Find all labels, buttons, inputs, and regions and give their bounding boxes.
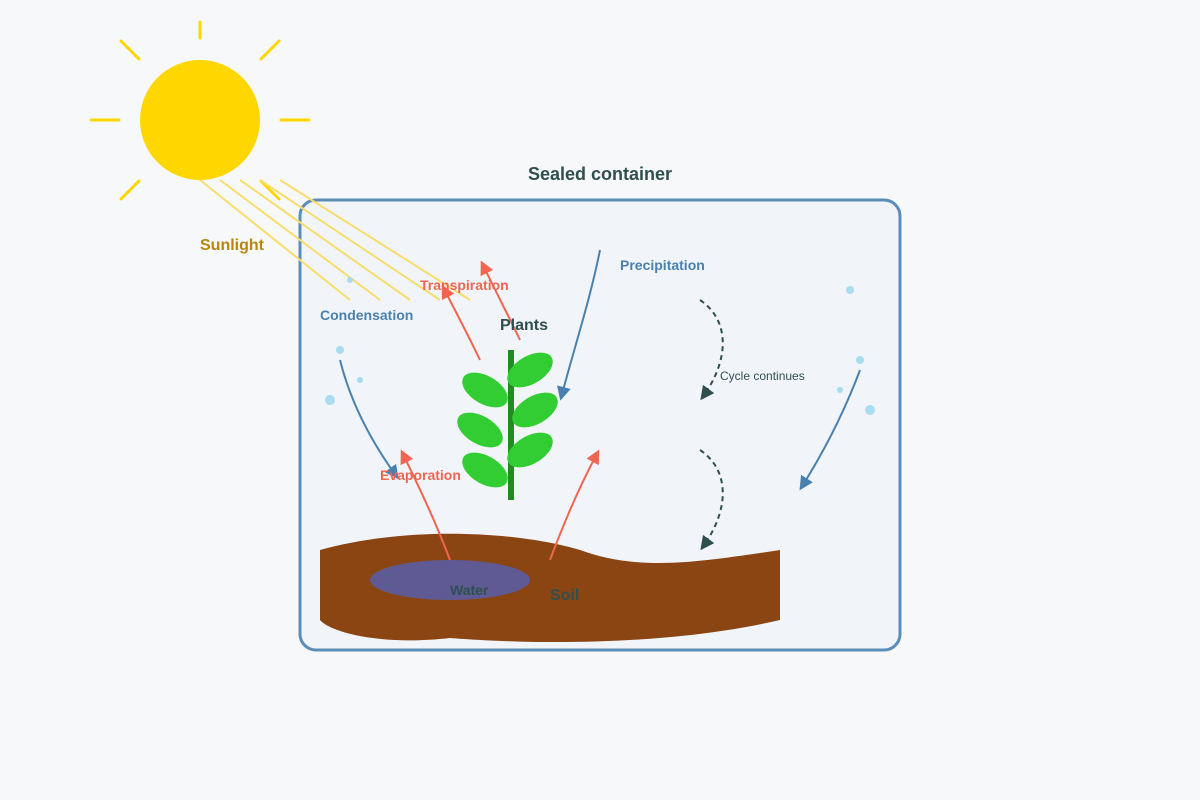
diagram-title: Sealed container (528, 164, 672, 184)
soil-label: Soil (550, 587, 579, 604)
evaporation-label: Evaporation (380, 467, 461, 483)
plant-icon (457, 350, 558, 500)
sunlight-label: Sunlight (200, 237, 265, 254)
precipitation-label: Precipitation (620, 257, 705, 273)
precipitation-arrows (339, 249, 861, 491)
water-pool (370, 560, 530, 600)
plants-label: Plants (500, 317, 548, 334)
evaporation-arrows (400, 260, 600, 561)
condensation-label: Condensation (320, 307, 413, 323)
cycle-arrows (699, 299, 724, 551)
sun-icon (89, 20, 311, 201)
transpiration-label: Transpiration (420, 277, 509, 293)
water-droplets (325, 277, 875, 415)
water-label: Water (450, 582, 489, 598)
cycle-continues-label: Cycle continues (720, 369, 805, 383)
sunlight-rays (199, 179, 471, 301)
